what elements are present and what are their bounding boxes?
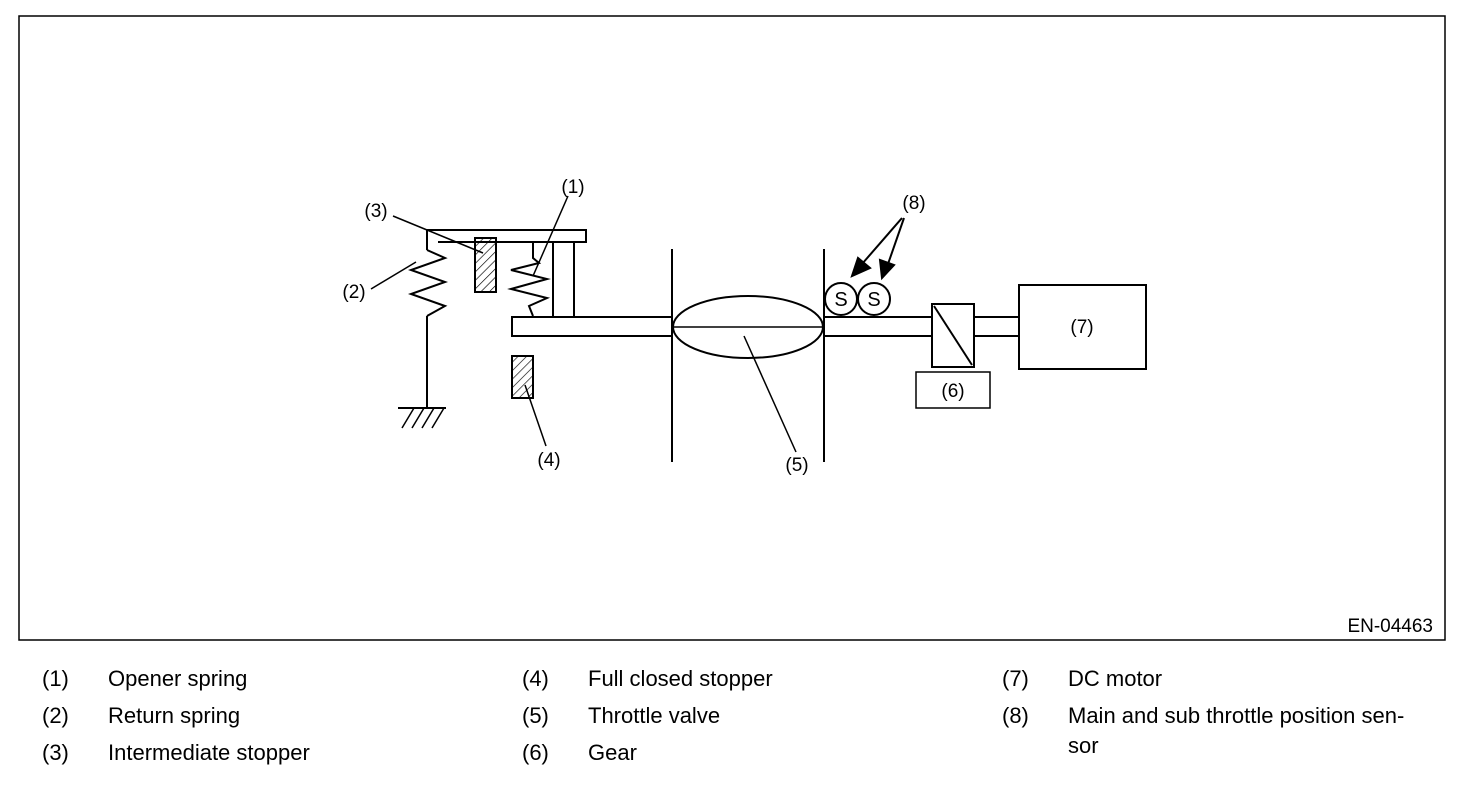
sub-sensor-letter: S: [867, 289, 880, 311]
dc-motor: [1018, 284, 1147, 370]
full-closed-stopper: [511, 355, 534, 399]
legend-text-8: Main and sub throttle position sen-: [1068, 703, 1405, 728]
callout-4: (4): [537, 450, 560, 471]
legend-text-5: Throttle valve: [588, 703, 721, 728]
throttle-shaft: [511, 242, 1019, 337]
legend-num-6: (6): [522, 740, 549, 765]
opener-spring: [507, 241, 554, 317]
legend-num-4: (4): [522, 666, 549, 691]
callout-1: (1): [561, 177, 584, 198]
leader-lines: [370, 195, 797, 453]
figure-code: EN-04463: [1347, 616, 1433, 637]
legend-text-4: Full closed stopper: [588, 666, 773, 691]
intermediate-stopper: [474, 237, 497, 293]
legend-text-1: Opener spring: [108, 666, 248, 691]
callout-5: (5): [785, 455, 808, 476]
main-sensor-letter: S: [834, 289, 847, 311]
gear-label-box: [915, 371, 991, 409]
gear-diagonal: [933, 305, 973, 366]
callout-6: (6): [941, 381, 964, 402]
callout-2: (2): [342, 282, 365, 303]
return-spring: [407, 229, 587, 407]
legend-text-3: Intermediate stopper: [108, 740, 310, 765]
throttle-diagram: S S (1) (3) (2) (4) (5) (8) (6) (7) EN-0…: [18, 15, 1446, 641]
legend-num-8: (8): [1002, 703, 1029, 728]
legend-text-2: Return spring: [108, 703, 241, 728]
legend-text-8-cont: sor: [1068, 733, 1099, 758]
callout-7: (7): [1070, 317, 1093, 338]
figure-frame: [18, 15, 1446, 641]
legend-num-7: (7): [1002, 666, 1029, 691]
legend-num-1: (1): [42, 666, 69, 691]
legend-num-3: (3): [42, 740, 69, 765]
legend-text-6: Gear: [588, 740, 637, 765]
ground-symbol: [398, 407, 446, 429]
sensor-arrows: [850, 217, 905, 281]
sub-sensor: [857, 282, 891, 316]
legend-num-5: (5): [522, 703, 549, 728]
legend-num-2: (2): [42, 703, 69, 728]
callout-8: (8): [902, 193, 925, 214]
legend-text-7: DC motor: [1068, 666, 1163, 691]
callout-3: (3): [364, 201, 387, 222]
